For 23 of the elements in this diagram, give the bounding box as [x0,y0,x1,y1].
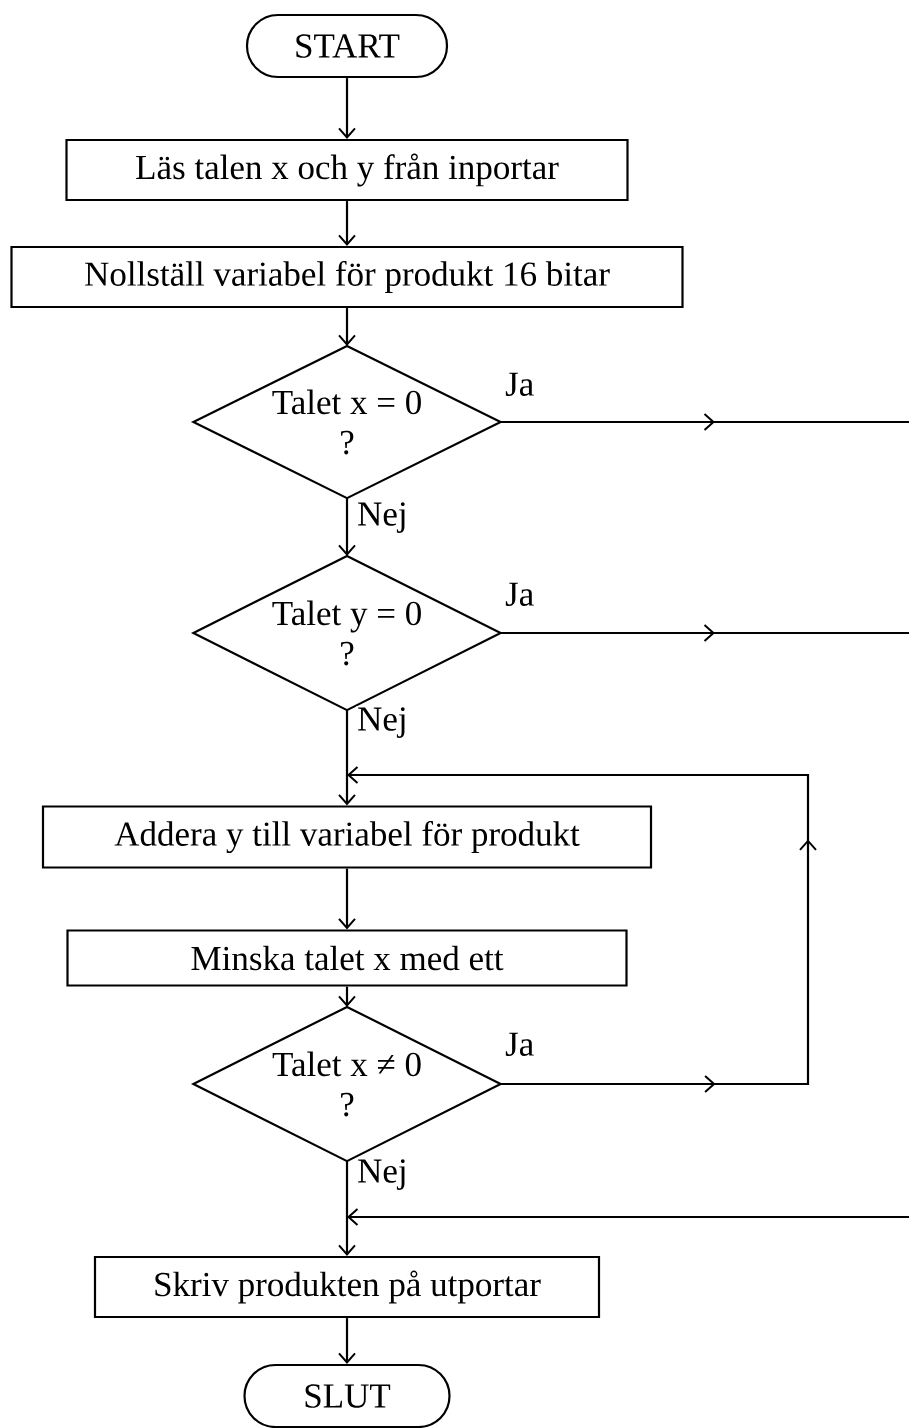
arrow [338,868,356,930]
process-box: Addera y till variabel för produkt [41,805,653,869]
arrow [338,201,356,246]
edge-label: Ja [504,1031,536,1057]
arrow [338,1161,356,1256]
arrow [500,624,715,642]
edge-label: Ja [504,581,536,607]
arrow [338,986,356,1007]
edge-label: Nej [356,501,409,534]
arrow [500,413,715,431]
arrow [347,1208,909,1226]
arrow [338,710,356,806]
arrow [338,308,356,346]
process-box: Skriv produkten på utportar [93,1255,601,1319]
arrow [338,78,356,139]
edge-label: Nej [356,706,409,739]
arrow [338,498,356,556]
process-box: Minska talet x med ett [66,929,628,987]
process-box: Läs talen x och y från inportar [65,138,629,202]
process-box: Nollställ variabel för produkt 16 bitar [10,245,684,309]
arrow [347,766,817,1093]
arrow [338,1318,356,1364]
edge-label: Ja [504,371,536,397]
